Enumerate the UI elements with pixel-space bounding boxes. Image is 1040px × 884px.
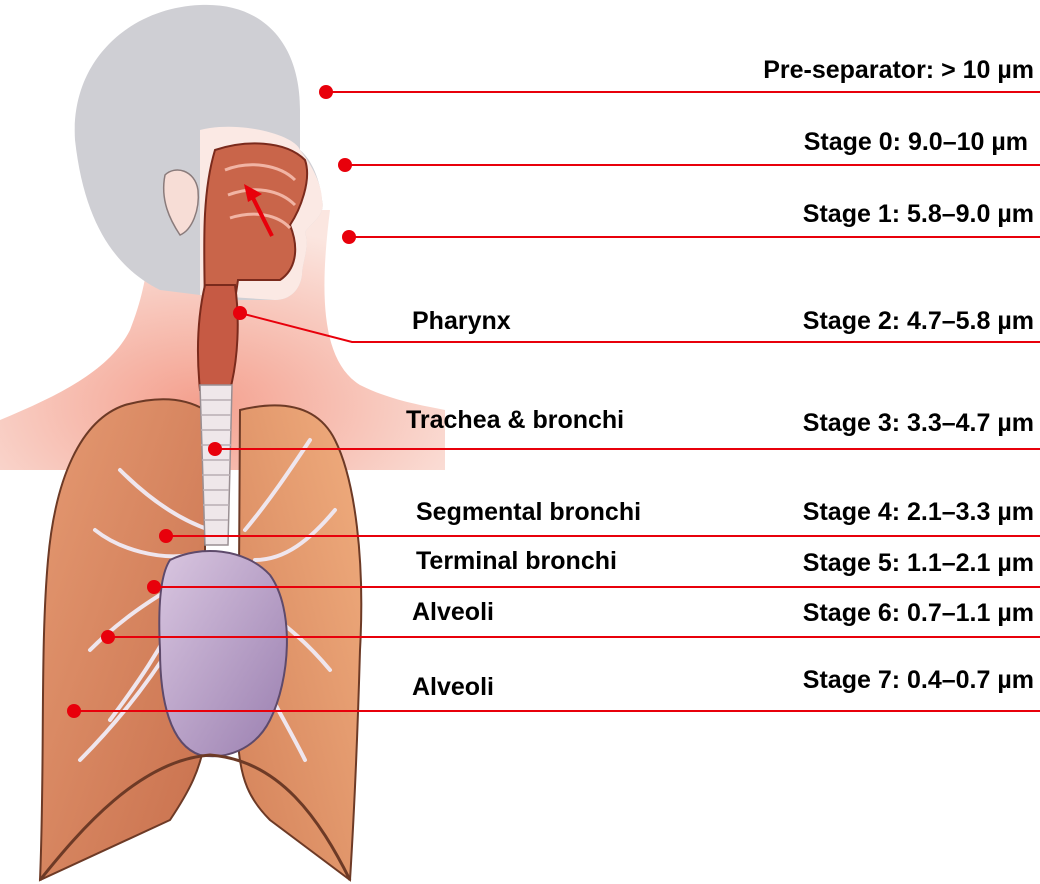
stage-label-pre: Pre-separator: > 10 µm (763, 58, 1034, 83)
stage-label-2: Stage 2: 4.7–5.8 µm (803, 309, 1034, 334)
deposition-dot-icon (67, 704, 81, 718)
trachea (200, 385, 232, 545)
region-label-trachea: Trachea & bronchi (406, 408, 624, 433)
deposition-dot-icon (101, 630, 115, 644)
stage-label-1: Stage 1: 5.8–9.0 µm (803, 202, 1034, 227)
region-label-alveoli-2: Alveoli (412, 675, 494, 700)
stage-label-5: Stage 5: 1.1–2.1 µm (803, 551, 1034, 576)
deposition-dot-icon (319, 85, 333, 99)
stage-label-3: Stage 3: 3.3–4.7 µm (803, 411, 1034, 436)
deposition-dot-icon (338, 158, 352, 172)
stage-label-6: Stage 6: 0.7–1.1 µm (803, 601, 1034, 626)
deposition-dot-icon (159, 529, 173, 543)
region-label-terminal: Terminal bronchi (416, 549, 617, 574)
deposition-dot-icon (233, 306, 247, 320)
deposition-dot-icon (147, 580, 161, 594)
deposition-dot-icon (208, 442, 222, 456)
deposition-dot-icon (342, 230, 356, 244)
region-label-segmental: Segmental bronchi (416, 500, 641, 525)
stage-label-0: Stage 0: 9.0–10 µm (804, 130, 1028, 155)
region-label-alveoli-1: Alveoli (412, 600, 494, 625)
stage-label-7: Stage 7: 0.4–0.7 µm (803, 668, 1034, 693)
pharynx (198, 285, 238, 390)
heart (159, 551, 287, 756)
region-label-pharynx: Pharynx (412, 309, 511, 334)
stage-label-4: Stage 4: 2.1–3.3 µm (803, 500, 1034, 525)
